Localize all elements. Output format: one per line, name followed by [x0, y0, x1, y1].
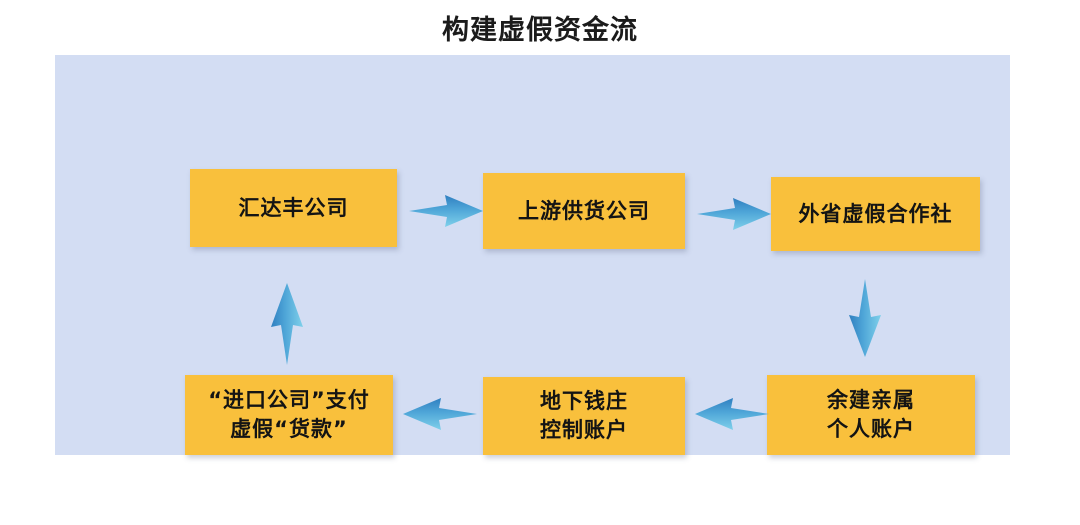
page-title: 构建虚假资金流 [442, 15, 638, 46]
arrow-left-icon-relative-account-to-underground-bank [693, 393, 771, 435]
node-upstream-supplier[interactable]: 上游供货公司 [483, 173, 685, 249]
node-underground-bank-account-line1: 地下钱庄 [540, 389, 628, 414]
diagram-panel: 汇达丰公司 上游供货公司 外省虚假合作社 “进口公司”支付 虚假“货款” 地下钱… [55, 55, 1010, 455]
node-huidafeng-label: 汇达丰公司 [238, 195, 349, 220]
node-huidafeng[interactable]: 汇达丰公司 [190, 169, 397, 247]
arrow-right-icon-huidafeng-to-supplier [407, 190, 485, 232]
node-relative-personal-account-line2: 个人账户 [827, 417, 915, 441]
node-fake-cooperative-label: 外省虚假合作社 [798, 201, 953, 226]
node-import-company-payment-line2: 虚假“货款” [230, 417, 348, 441]
arrow-right-icon-supplier-to-fake-cooperative [695, 193, 773, 235]
arrow-down-icon-fake-cooperative-to-relative-account [841, 277, 889, 359]
arrow-up-icon-import-payment-to-huidafeng [263, 279, 311, 367]
node-relative-personal-account-lines: 余建亲属 个人账户 [827, 386, 915, 444]
node-fake-cooperative[interactable]: 外省虚假合作社 [771, 177, 980, 251]
node-relative-personal-account-line1: 余建亲属 [827, 388, 915, 413]
node-upstream-supplier-label: 上游供货公司 [518, 198, 650, 223]
node-import-company-payment-lines: “进口公司”支付 虚假“货款” [208, 386, 370, 444]
node-relative-personal-account[interactable]: 余建亲属 个人账户 [767, 375, 975, 455]
node-import-company-payment-line1: “进口公司”支付 [208, 388, 370, 413]
node-import-company-payment[interactable]: “进口公司”支付 虚假“货款” [185, 375, 393, 455]
node-underground-bank-account-line2: 控制账户 [540, 418, 628, 442]
node-underground-bank-account-lines: 地下钱庄 控制账户 [540, 387, 628, 445]
arrow-left-icon-underground-bank-to-import-payment [401, 393, 479, 435]
node-underground-bank-account[interactable]: 地下钱庄 控制账户 [483, 377, 685, 455]
